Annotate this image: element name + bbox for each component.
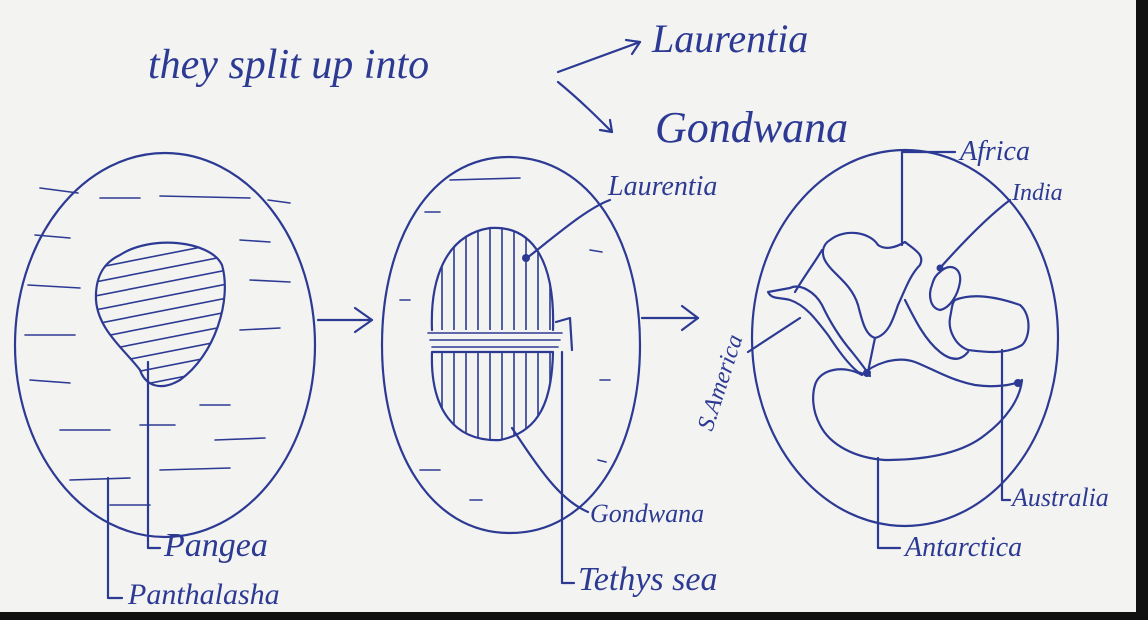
india-leader-line (940, 200, 1010, 268)
tethys-leader-line (562, 352, 574, 583)
water-dash (30, 380, 70, 383)
ocean-dashes (400, 178, 610, 500)
gondwana-label: Gondwana (590, 499, 704, 528)
water-dash (28, 285, 80, 288)
hatch-line (90, 241, 232, 269)
hatch-line (90, 367, 232, 395)
laurentia-leader-line (527, 200, 610, 258)
laurentia-hatching (442, 222, 550, 332)
tethys-sea-label: Tethys sea (578, 561, 717, 598)
antarctica-label: Antarctica (903, 532, 1022, 563)
water-dash (40, 188, 78, 193)
ocean-outline-stage-3 (752, 150, 1058, 526)
panthalassa-label: Panthalasha (127, 578, 280, 611)
panthalassa-ocean-outline (15, 153, 315, 537)
water-dash (70, 478, 130, 480)
ocean-dashes (25, 188, 290, 505)
water-dash (160, 468, 230, 470)
pointer-dot (863, 369, 871, 377)
water-dash (215, 438, 265, 440)
hatch-line (90, 297, 232, 325)
gondwana-outline (432, 352, 553, 440)
laurentia-outline (432, 228, 553, 330)
hatch-line (90, 283, 232, 311)
india-outline (930, 267, 960, 310)
heading-gondwana: Gondwana (655, 103, 848, 152)
india-label: India (1011, 180, 1063, 206)
pointer-dot (1014, 379, 1022, 387)
ocean-outline-stage-2 (382, 157, 640, 533)
water-dash (590, 250, 602, 252)
australia-outline (950, 296, 1029, 352)
pangea-label: Pangea (163, 527, 268, 564)
australia-label: Australia (1010, 483, 1109, 512)
stage-1-pangea: Pangea Panthalasha (15, 153, 315, 611)
antarctica-outline (813, 360, 1022, 460)
africa-outline (823, 233, 921, 338)
laurentia-label: Laurentia (607, 171, 717, 202)
gondwana-hatching (442, 350, 550, 445)
hatch-line (90, 325, 232, 353)
branch-arrow-top (558, 42, 640, 72)
water-dash (240, 328, 280, 330)
hatch-line (90, 269, 232, 297)
branch-arrow-bottom (558, 82, 612, 132)
pangea-leader-line (148, 362, 160, 548)
africa-label: Africa (958, 136, 1030, 167)
south-america-outline (768, 287, 870, 376)
water-dash (598, 460, 606, 462)
antarctica-leader-line (878, 458, 900, 548)
scan-edge-right (1136, 0, 1148, 620)
water-dash (450, 178, 520, 180)
water-dash (240, 240, 270, 242)
tethys-bracket (556, 318, 572, 350)
south-america-leader-line (748, 318, 800, 352)
water-dash (160, 196, 250, 198)
panthalassa-leader-line (108, 478, 122, 598)
south-america-label: S.America (693, 331, 748, 433)
gondwana-leader-line (512, 428, 588, 512)
hatch-line (90, 353, 232, 381)
stage-3-continents: Africa India S.America Antarctica Austra… (693, 136, 1109, 563)
heading-text: they split up into (148, 42, 429, 88)
scan-edge-bottom (0, 612, 1148, 620)
water-dash (250, 280, 290, 282)
heading-laurentia: Laurentia (651, 16, 808, 61)
africa-leader-line (902, 152, 955, 245)
hatch-line (90, 227, 232, 255)
stage-2-split: Laurentia Gondwana Tethys sea (382, 157, 717, 598)
water-dash (268, 200, 290, 203)
